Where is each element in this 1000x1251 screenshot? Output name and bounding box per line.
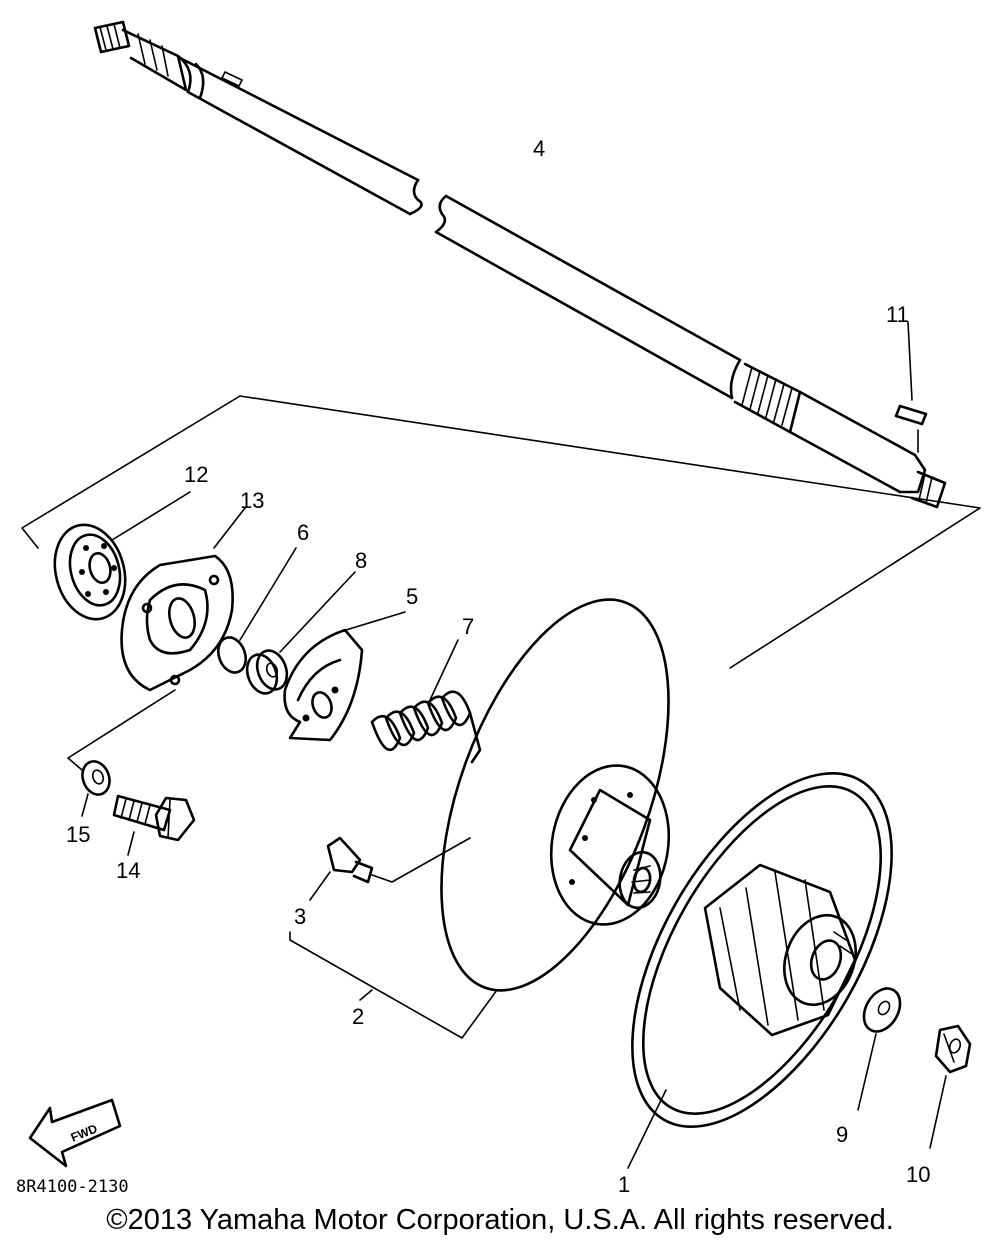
spring-seat-part-5: [283, 611, 406, 742]
callout-4: 4: [533, 136, 545, 161]
key-part-11: [894, 321, 928, 453]
callout-labels: 1 2 3 4 5 6 7 8 9 10 11 12 13 14 15: [66, 136, 930, 1197]
bushing-part-8: [245, 571, 356, 695]
housing-plate-part-13: [120, 507, 246, 692]
bearing-part-12: [53, 491, 191, 621]
callout-5: 5: [406, 584, 418, 609]
callout-15: 15: [66, 822, 90, 847]
callout-10: 10: [906, 1162, 930, 1187]
callout-13: 13: [240, 488, 264, 513]
callout-14: 14: [116, 858, 140, 883]
nut-part-10: [929, 1024, 972, 1149]
fixed-sheave-part-2: [289, 598, 671, 1039]
washer-part-9: [857, 987, 902, 1111]
callout-12: 12: [184, 462, 208, 487]
bolt-bracket: [67, 689, 176, 771]
callout-6: 6: [297, 520, 309, 545]
callout-8: 8: [355, 548, 367, 573]
callout-2: 2: [352, 1004, 364, 1029]
sliding-sheave-part-1: [627, 772, 893, 1169]
callout-11: 11: [886, 302, 909, 327]
shaft: [93, 20, 947, 509]
slider-part-3: [309, 836, 471, 901]
spring-part-7: [370, 639, 482, 764]
washer-part-15: [81, 760, 111, 817]
callout-7: 7: [462, 614, 474, 639]
circlip-part-6: [217, 547, 297, 674]
fwd-arrow-icon: FWD: [28, 1098, 122, 1168]
bolt-part-14: [112, 794, 196, 856]
subassembly-bracket: [21, 395, 981, 669]
callout-1: 1: [618, 1172, 630, 1197]
diagram-code: 8R4100-2130: [16, 1177, 129, 1197]
callout-9: 9: [836, 1122, 848, 1147]
callout-3: 3: [294, 904, 306, 929]
copyright-notice: ©2013 Yamaha Motor Corporation, U.S.A. A…: [106, 1204, 894, 1236]
